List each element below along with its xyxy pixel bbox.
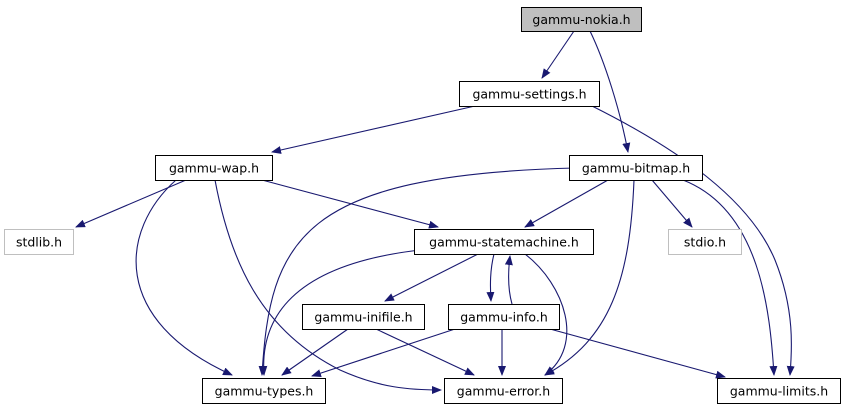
- node-box-info: [448, 304, 560, 330]
- node-limits[interactable]: gammu-limits.h: [717, 378, 841, 404]
- node-label-bitmap: gammu-bitmap.h: [582, 161, 690, 176]
- edge-settings-to-wap: [271, 105, 476, 154]
- edge-bitmap-to-error: [544, 179, 635, 376]
- edge-nokia-to-bitmap: [589, 30, 631, 153]
- node-label-inifile: gammu-inifile.h: [314, 310, 412, 325]
- node-label-stdlib: stdlib.h: [16, 235, 62, 250]
- node-inifile[interactable]: gammu-inifile.h: [302, 304, 425, 330]
- edge-wap-to-statemachine: [261, 179, 439, 229]
- node-label-info: gammu-info.h: [460, 310, 548, 325]
- edge-statemachine-to-inifile: [384, 253, 479, 302]
- nodes-layer: gammu-nokia.h gammu-settings.h gammu-wap.h…: [4, 7, 841, 404]
- node-label-limits: gammu-limits.h: [730, 384, 828, 399]
- edge-inifile-to-error: [375, 328, 475, 376]
- node-label-wap: gammu-wap.h: [169, 161, 259, 176]
- node-box-nokia: [521, 7, 642, 32]
- node-wap[interactable]: gammu-wap.h: [155, 155, 273, 181]
- node-stdlib: stdlib.h: [4, 229, 74, 255]
- node-stdio: stdio.h: [668, 229, 742, 255]
- node-box-wap: [155, 155, 273, 181]
- edge-statemachine-to-types: [259, 249, 421, 376]
- node-box-stdio: [668, 229, 742, 255]
- node-types[interactable]: gammu-types.h: [202, 378, 326, 404]
- node-label-error: gammu-error.h: [457, 384, 550, 399]
- node-label-settings: gammu-settings.h: [472, 87, 586, 102]
- edge-info-to-limits: [549, 328, 726, 379]
- node-box-types: [202, 378, 326, 404]
- node-statemachine[interactable]: gammu-statemachine.h: [414, 229, 594, 255]
- node-error[interactable]: gammu-error.h: [444, 378, 563, 404]
- edges-layer: [75, 30, 795, 394]
- node-label-stdio: stdio.h: [684, 235, 726, 250]
- node-box-stdlib: [4, 229, 74, 255]
- edge-info-to-statemachine: [504, 255, 513, 305]
- node-label-types: gammu-types.h: [215, 384, 314, 399]
- node-box-limits: [717, 378, 841, 404]
- edge-wap-to-stdlib: [75, 179, 187, 228]
- edge-inifile-to-types: [281, 328, 349, 376]
- edge-nokia-to-settings: [541, 30, 575, 79]
- edge-wap-to-error: [214, 179, 442, 394]
- node-box-inifile: [302, 304, 425, 330]
- edge-bitmap-to-types: [258, 167, 576, 376]
- edge-info-to-types: [311, 328, 456, 377]
- node-settings[interactable]: gammu-settings.h: [459, 81, 600, 107]
- edge-statemachine-to-error: [524, 253, 568, 376]
- edge-statemachine-to-info: [486, 253, 495, 302]
- edge-bitmap-to-statemachine: [524, 179, 609, 228]
- edge-settings-to-limits: [591, 105, 795, 376]
- node-info[interactable]: gammu-info.h: [448, 304, 560, 330]
- node-box-settings: [459, 81, 600, 107]
- edge-wap-to-types: [135, 179, 233, 376]
- node-label-statemachine: gammu-statemachine.h: [429, 235, 579, 250]
- edge-bitmap-to-stdio: [651, 179, 693, 228]
- node-box-bitmap: [569, 155, 703, 181]
- node-box-error: [444, 378, 563, 404]
- edge-bitmap-to-limits: [682, 179, 778, 376]
- node-label-nokia: gammu-nokia.h: [532, 12, 630, 27]
- node-bitmap[interactable]: gammu-bitmap.h: [569, 155, 703, 181]
- node-box-statemachine: [414, 229, 594, 255]
- node-nokia[interactable]: gammu-nokia.h: [521, 7, 642, 32]
